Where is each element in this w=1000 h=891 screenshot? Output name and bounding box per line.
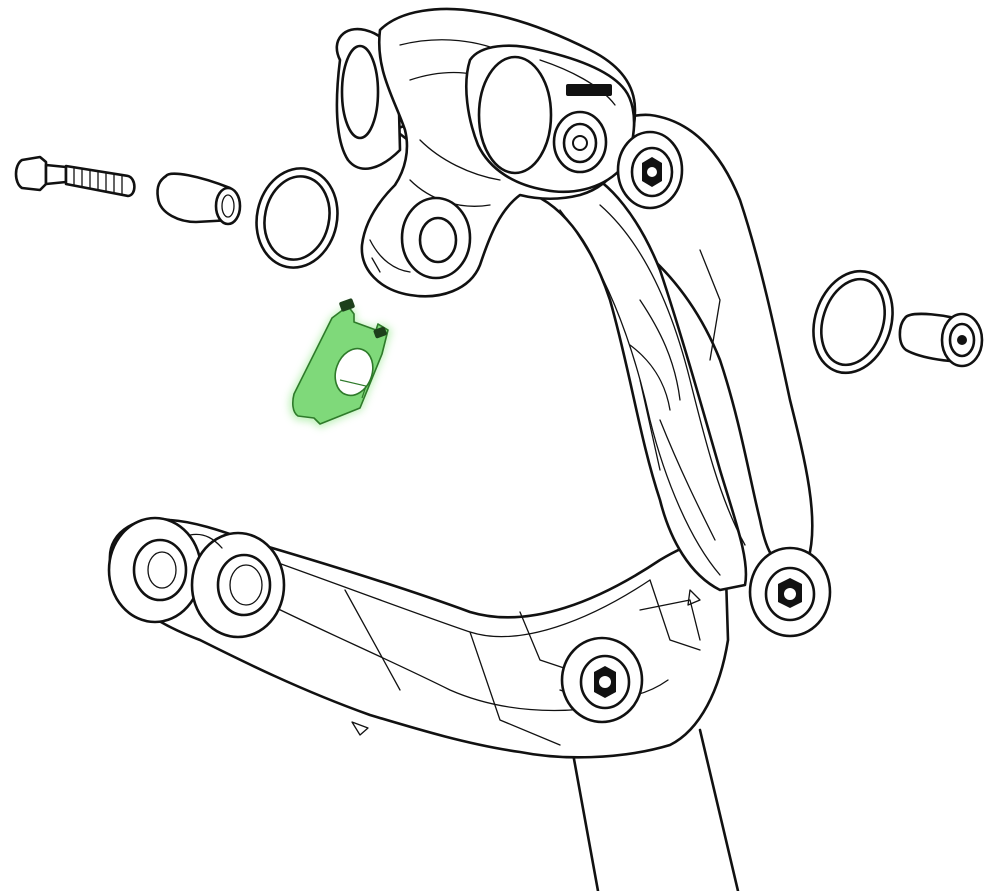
seatstay-yoke bbox=[393, 113, 832, 638]
o-ring-left bbox=[255, 167, 339, 269]
seat-tube bbox=[570, 728, 740, 891]
lower-link bbox=[107, 516, 730, 759]
clamp-screw-right-icon bbox=[373, 326, 387, 339]
rocker-right-pivot bbox=[616, 130, 684, 210]
clamp-hole bbox=[334, 347, 374, 397]
o-ring-right bbox=[812, 269, 894, 375]
clamp-screw-left-icon bbox=[339, 298, 355, 312]
bushing-sleeve bbox=[156, 172, 242, 226]
threaded-nut bbox=[898, 312, 984, 368]
pivot-bolt bbox=[14, 155, 136, 198]
rocker-link bbox=[335, 7, 637, 298]
highlighted-clamp[interactable] bbox=[289, 298, 392, 428]
clamp-edge bbox=[339, 379, 367, 399]
center-pivot-bolt bbox=[560, 636, 644, 724]
etched-label-icon bbox=[566, 84, 612, 96]
